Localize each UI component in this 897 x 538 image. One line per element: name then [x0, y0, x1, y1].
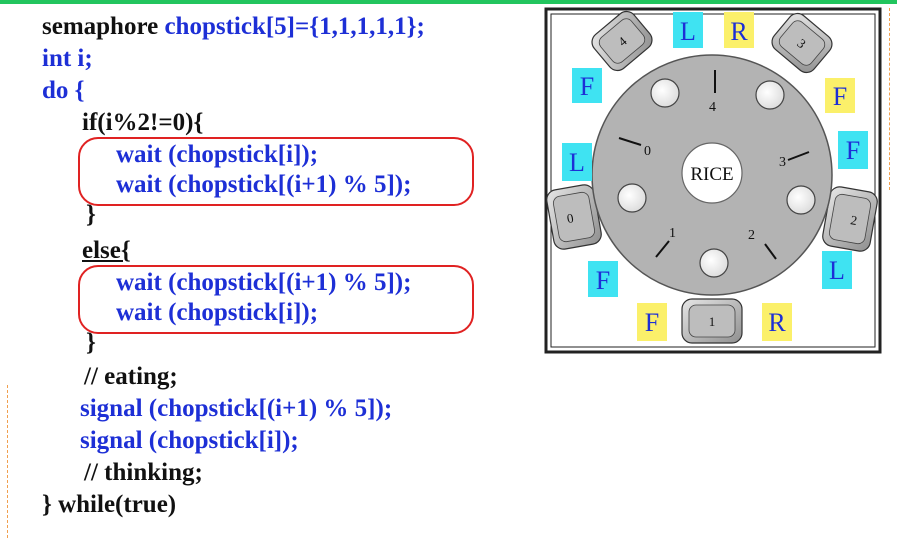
seat-3: 3: [771, 12, 833, 74]
svg-text:R: R: [730, 17, 748, 46]
svg-text:F: F: [580, 72, 594, 101]
tag-bottom-R: R: [762, 303, 792, 341]
tag-lower-right-L: L: [822, 251, 852, 289]
chopstick-0: [618, 137, 642, 146]
seat-number: 1: [709, 314, 716, 329]
chopstick-numbers: 4 0 3 1 2: [644, 100, 786, 243]
svg-text:F: F: [596, 266, 610, 295]
code-line-wait-i-plus-1: wait (chopstick[(i+1) % 5]);: [116, 171, 412, 198]
svg-text:F: F: [846, 136, 860, 165]
seat-number: 2: [849, 212, 858, 228]
tag-bottom-F: F: [637, 303, 667, 341]
code-line-signal-i: signal (chopstick[i]);: [80, 427, 299, 454]
tag-upper-right-F: F: [825, 78, 855, 113]
plate-0: [617, 183, 647, 213]
svg-text:F: F: [645, 308, 659, 337]
plate-4: [650, 78, 680, 108]
tag-top-L: L: [673, 12, 703, 48]
code-listing: semaphore chopstick[5]={1,1,1,1,1}; int …: [42, 13, 474, 518]
code-line-close-if: }: [86, 201, 96, 228]
code-line-while: } while(true): [42, 491, 177, 518]
top-divider: [0, 0, 897, 4]
code-line-signal-i-plus-1: signal (chopstick[(i+1) % 5]);: [80, 395, 393, 422]
highlight-box-even: [78, 265, 474, 334]
chopstick-number-4: 4: [709, 100, 716, 115]
chopsticks: [618, 70, 810, 260]
code-line-else-wait-i: wait (chopstick[i]);: [116, 299, 319, 326]
code-line-semaphore: semaphore chopstick[5]={1,1,1,1,1};: [42, 13, 425, 40]
plate-1: [699, 248, 729, 278]
plate-3: [755, 80, 785, 110]
tag-right-F: F: [838, 131, 868, 169]
code-line-else: else{: [82, 237, 131, 264]
svg-text:L: L: [569, 148, 585, 177]
code-line-if: if(i%2!=0){: [82, 109, 204, 136]
seat-2: 2: [822, 186, 878, 252]
chopstick-3: [787, 151, 810, 161]
code-line-else-wait-i-plus-1: wait (chopstick[(i+1) % 5]);: [116, 269, 412, 296]
svg-text:L: L: [829, 256, 845, 285]
chopstick-number-3: 3: [779, 155, 786, 170]
chopstick-number-0: 0: [644, 144, 651, 159]
tag-left-L: L: [562, 143, 592, 181]
chopstick-2: [764, 243, 777, 260]
chopstick-1: [655, 240, 670, 258]
chopstick-number-2: 2: [748, 228, 755, 243]
code-line-do: do {: [42, 77, 85, 104]
seat-0: 0: [546, 184, 602, 250]
tag-top-R: R: [724, 12, 754, 48]
chopstick-number-1: 1: [669, 226, 676, 241]
code-line-thinking: // thinking;: [84, 459, 203, 486]
seat-4: 4: [591, 10, 653, 72]
tag-upper-left-F: F: [572, 68, 602, 103]
svg-text:L: L: [680, 17, 696, 46]
seat-1: 1: [681, 298, 743, 344]
code-line-wait-i: wait (chopstick[i]);: [116, 141, 319, 168]
highlight-box-odd: [78, 137, 474, 206]
tag-lower-left-F: F: [588, 261, 618, 297]
svg-text:F: F: [833, 82, 847, 111]
dining-philosophers-diagram: 4 3 0 2 1 RICE: [544, 7, 882, 354]
right-dashed-guide: [889, 8, 890, 190]
rice-bowl: [681, 142, 743, 204]
code-line-eating: // eating;: [84, 363, 178, 390]
code-line-int-i: int i;: [42, 45, 93, 72]
seat-number: 0: [566, 210, 575, 226]
rice-label: RICE: [690, 164, 733, 185]
plate-2: [786, 185, 816, 215]
code-line-close-else: }: [86, 329, 96, 356]
left-dashed-guide: [7, 385, 8, 538]
svg-text:R: R: [768, 308, 786, 337]
